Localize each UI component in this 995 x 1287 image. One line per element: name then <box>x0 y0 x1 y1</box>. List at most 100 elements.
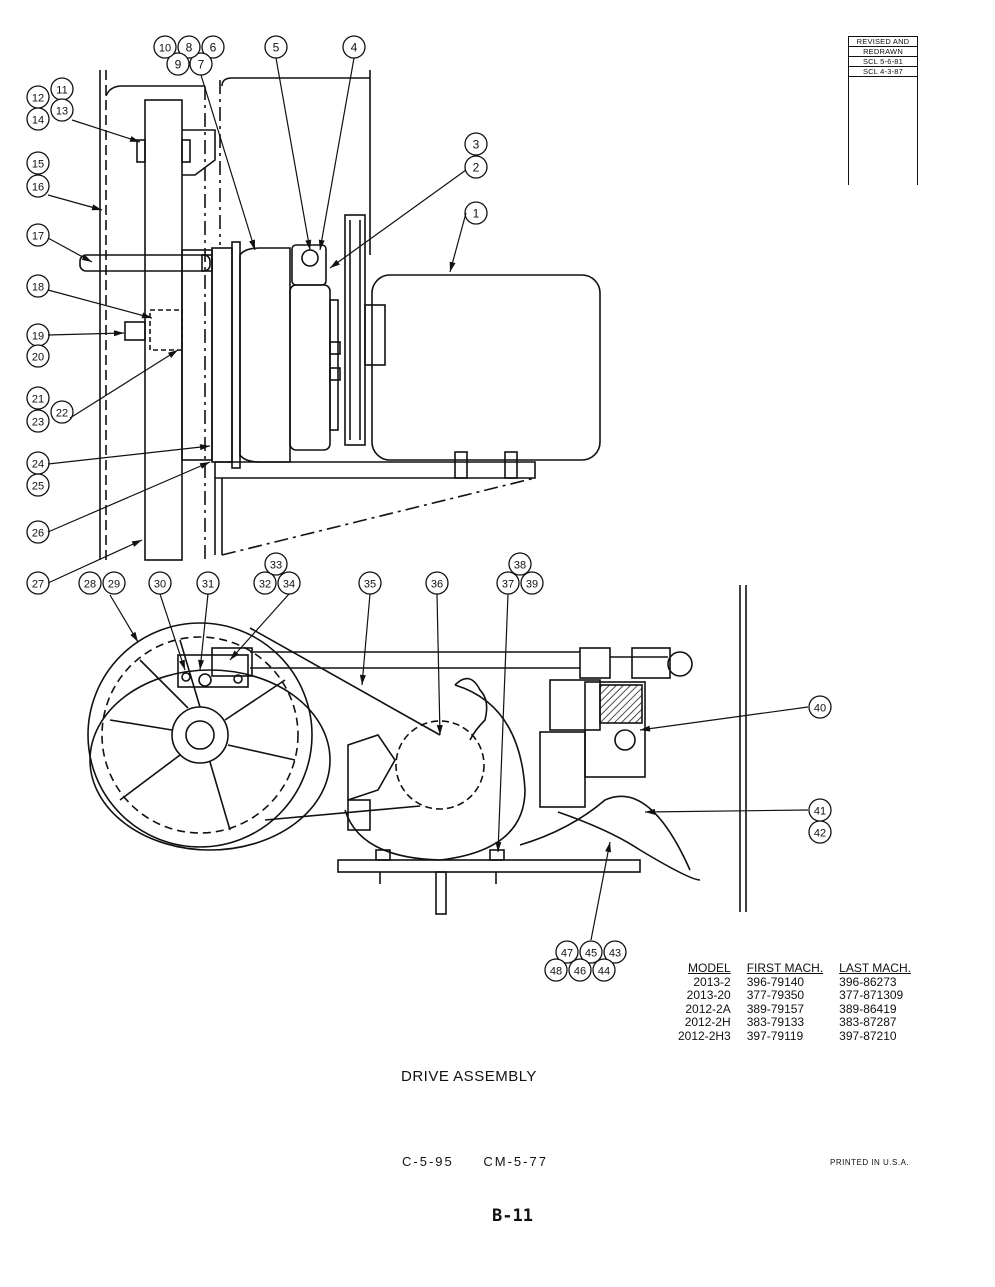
callout-16-circle <box>26 174 50 198</box>
callout-bubbles: 1234567891011121314151617181920212223242… <box>26 35 832 982</box>
callout-22-label: 22 <box>56 408 68 420</box>
leader-line <box>639 706 809 731</box>
model-cell: 2013-2 <box>693 974 731 989</box>
revision-line2: REDRAWN <box>849 47 917 57</box>
callout-9-label: 9 <box>175 58 182 72</box>
callout-29-circle <box>102 571 126 595</box>
leader-arrowhead <box>359 674 366 685</box>
callout-28-circle <box>78 571 102 595</box>
callout-8-circle <box>177 35 201 59</box>
leader-line <box>47 445 211 465</box>
callout-12-label: 12 <box>32 93 44 105</box>
callout-18-circle <box>26 274 50 298</box>
revision-box: REVISED AND REDRAWN SCL 5-6-81 SCL 4-3-8… <box>848 36 918 185</box>
first-cell: 396-79140 <box>746 974 805 989</box>
revision-scl2: SCL 4-3-87 <box>849 67 917 77</box>
callout-34-label: 34 <box>283 579 295 591</box>
leader-line <box>159 593 186 671</box>
callout-45-label: 45 <box>585 948 597 960</box>
callout-39-circle <box>520 571 544 595</box>
callout-32-circle <box>253 571 277 595</box>
callout-28-label: 28 <box>84 579 96 591</box>
callout-40-label: 40 <box>814 703 826 715</box>
callout-27-label: 27 <box>32 579 44 591</box>
callout-17-circle <box>26 223 50 247</box>
callout-39-label: 39 <box>526 579 538 591</box>
leader-line <box>47 332 125 336</box>
callout-14-label: 14 <box>32 115 44 127</box>
table-row: 2013-20 377-79350 377-871309 <box>678 988 917 1003</box>
callout-38-label: 38 <box>514 560 526 572</box>
callout-13-label: 13 <box>56 106 68 118</box>
leader-lines <box>47 57 809 941</box>
callout-21-circle <box>26 386 50 410</box>
first-cell: 397-79119 <box>746 1028 804 1043</box>
header-last: LAST MACH. <box>839 961 911 975</box>
callout-40-circle <box>808 695 832 719</box>
callout-6-label: 6 <box>210 41 217 55</box>
side-view <box>87 585 747 915</box>
leader-line <box>71 119 141 143</box>
leader-line <box>47 539 143 584</box>
callout-9-circle <box>166 52 190 76</box>
leader-arrowhead <box>199 462 210 469</box>
callout-48-label: 48 <box>550 966 562 978</box>
leader-line <box>47 289 153 319</box>
callout-10-circle <box>153 35 177 59</box>
callout-2-label: 2 <box>473 161 480 175</box>
first-cell: 377-79350 <box>746 988 805 1002</box>
leader-arrowhead <box>436 724 443 735</box>
last-cell: 377-871309 <box>839 988 904 1002</box>
callout-21-label: 21 <box>32 394 44 406</box>
leader-line <box>644 809 809 813</box>
callout-31-label: 31 <box>202 579 214 591</box>
callout-42-label: 42 <box>814 828 826 840</box>
callout-15-label: 15 <box>32 159 44 171</box>
leader-arrowhead <box>81 254 92 262</box>
callout-1-circle <box>464 201 488 225</box>
model-cell: 2013-20 <box>686 988 731 1002</box>
callout-30-label: 30 <box>154 579 166 591</box>
leader-arrowhead <box>605 842 612 853</box>
leader-arrowhead <box>130 631 138 642</box>
callout-46-circle <box>568 958 592 982</box>
callout-2-circle <box>464 155 488 179</box>
callout-16-label: 16 <box>32 182 44 194</box>
callout-26-label: 26 <box>32 528 44 540</box>
callout-33-label: 33 <box>270 560 282 572</box>
callout-36-label: 36 <box>431 579 443 591</box>
callout-20-label: 20 <box>32 352 44 364</box>
callout-48-circle <box>544 958 568 982</box>
callout-18-label: 18 <box>32 282 44 294</box>
leader-line <box>319 57 355 251</box>
callout-23-circle <box>26 409 50 433</box>
revision-line1: REVISED AND <box>849 37 917 47</box>
revision-scl1: SCL 5-6-81 <box>849 57 917 67</box>
leader-line <box>199 593 209 671</box>
callout-6-circle <box>201 35 225 59</box>
callout-14-circle <box>26 107 50 131</box>
leader-arrowhead <box>167 350 178 358</box>
callout-23-label: 23 <box>32 417 44 429</box>
callout-43-circle <box>603 940 627 964</box>
callout-15-circle <box>26 151 50 175</box>
callout-43-label: 43 <box>609 948 621 960</box>
code-cm: CM-5-77 <box>483 1154 548 1169</box>
leader-line <box>275 57 311 251</box>
leader-arrowhead <box>449 261 456 272</box>
callout-35-label: 35 <box>364 579 376 591</box>
callout-44-circle <box>592 958 616 982</box>
callout-29-label: 29 <box>108 579 120 591</box>
callout-38-circle <box>508 552 532 576</box>
leader-line <box>436 593 441 736</box>
leader-line <box>69 349 179 419</box>
callout-5-label: 5 <box>273 41 280 55</box>
leader-arrowhead <box>318 239 325 250</box>
callout-24-label: 24 <box>32 459 44 471</box>
leader-arrowhead <box>640 725 651 732</box>
model-cell: 2012-2H <box>684 1015 731 1029</box>
leader-arrowhead <box>249 239 255 250</box>
